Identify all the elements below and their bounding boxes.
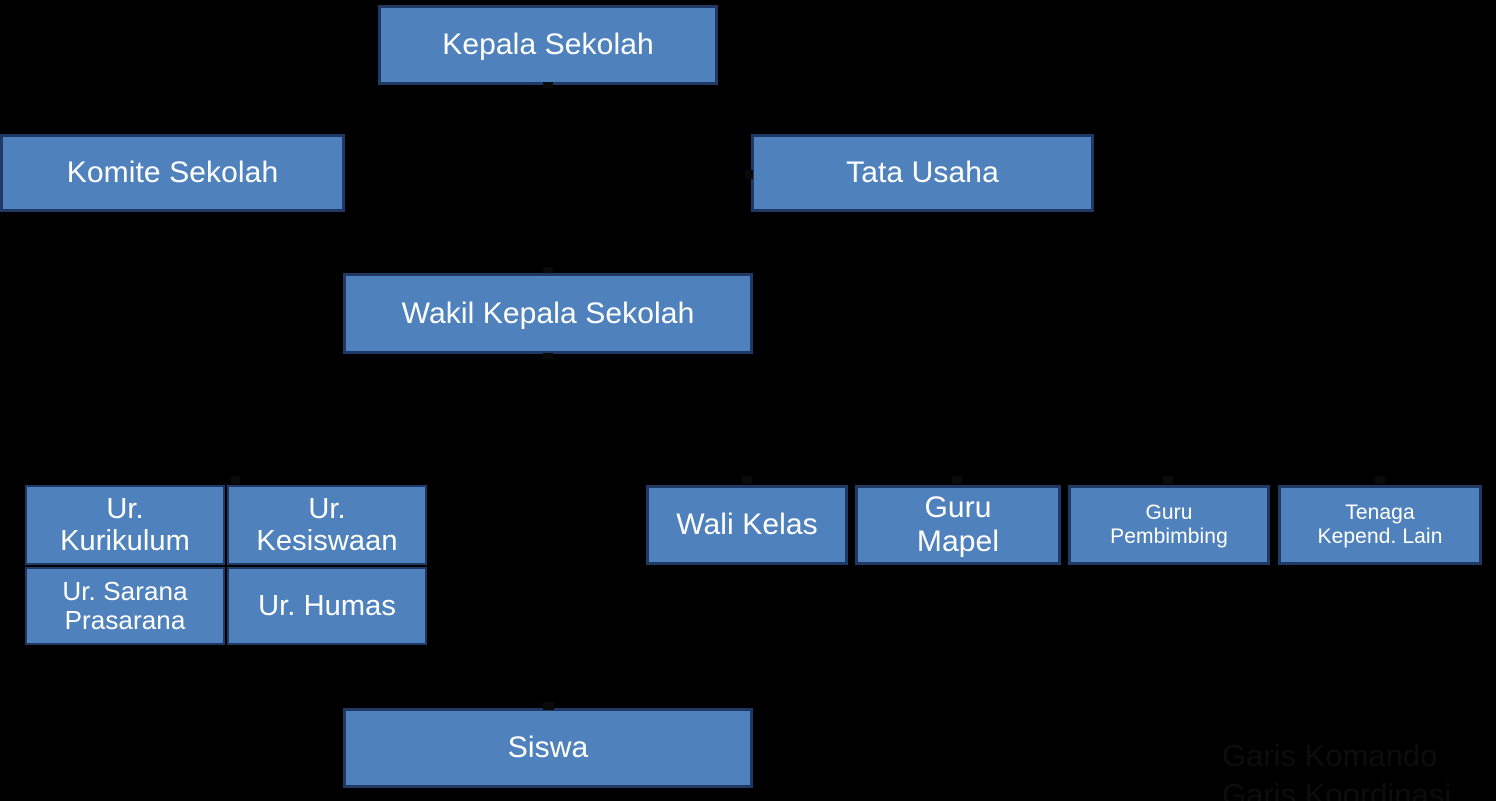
node-ur-sarana-prasarana-label: Ur. Sarana Prasarana [62, 575, 188, 635]
connector-stub-grid-top [231, 476, 240, 484]
node-kepala-sekolah[interactable]: Kepala Sekolah [378, 5, 718, 85]
connector-to-siswa [546, 560, 549, 710]
node-komite-sekolah[interactable]: Komite Sekolah [0, 134, 345, 212]
connector-lower-crossbar [124, 479, 1382, 482]
node-ur-humas-label: Ur. Humas [258, 589, 396, 622]
node-tata-usaha[interactable]: Tata Usaha [751, 134, 1094, 212]
node-wali-kelas[interactable]: Wali Kelas [646, 485, 848, 565]
node-tenaga-kependidikan-lain-label: Tenaga Kepend. Lain [1317, 501, 1443, 548]
node-guru-mapel[interactable]: Guru Mapel [855, 485, 1061, 565]
connector-drop-grid-left [124, 479, 127, 487]
connector-wakil-to-lower [546, 356, 549, 481]
node-kepala-sekolah-label: Kepala Sekolah [442, 28, 654, 62]
node-ur-kesiswaan-label: Ur. Kesiswaan [256, 492, 398, 557]
node-ur-kurikulum[interactable]: Ur. Kurikulum [25, 485, 225, 565]
connector-stub-kepala-bottom [543, 82, 553, 88]
node-guru-pembimbing[interactable]: Guru Pembimbing [1068, 485, 1270, 565]
connector-stub-wakil-bottom [543, 353, 553, 359]
node-wakil-kepala-sekolah-label: Wakil Kepala Sekolah [401, 296, 695, 330]
node-ur-kesiswaan[interactable]: Ur. Kesiswaan [227, 485, 427, 565]
connector-stub-wakil-top [543, 267, 553, 273]
node-tenaga-kependidikan-lain[interactable]: Tenaga Kepend. Lain [1278, 485, 1482, 565]
connector-kepala-to-wakil [546, 85, 549, 270]
node-guru-mapel-label: Guru Mapel [916, 491, 1000, 558]
node-siswa-label: Siswa [507, 731, 589, 765]
connector-stub-tatausaha-left [745, 170, 753, 179]
node-ur-humas[interactable]: Ur. Humas [227, 567, 427, 645]
connector-stub-guru-pembimbing-top [1163, 476, 1173, 484]
legend-lines: Garis Komando Garis Koordinasi [1222, 696, 1496, 801]
node-siswa[interactable]: Siswa [343, 708, 753, 788]
node-komite-sekolah-label: Komite Sekolah [66, 156, 279, 190]
node-wali-kelas-label: Wali Kelas [676, 508, 818, 542]
node-ur-kurikulum-label: Ur. Kurikulum [60, 492, 190, 557]
connector-stub-wali-kelas-top [742, 476, 752, 484]
connector-stub-siswa-top [543, 702, 554, 710]
connector-stub-guru-mapel-top [952, 476, 962, 484]
node-wakil-kepala-sekolah[interactable]: Wakil Kepala Sekolah [343, 273, 753, 354]
legend-text: Garis Komando Garis Koordinasi [1222, 737, 1452, 801]
connector-stub-tenaga-top [1375, 476, 1385, 484]
node-guru-pembimbing-label: Guru Pembimbing [1110, 501, 1228, 548]
node-tata-usaha-label: Tata Usaha [846, 156, 999, 190]
node-ur-sarana-prasarana[interactable]: Ur. Sarana Prasarana [25, 567, 225, 645]
connector-komite-tatausaha-crossbar [345, 173, 750, 176]
